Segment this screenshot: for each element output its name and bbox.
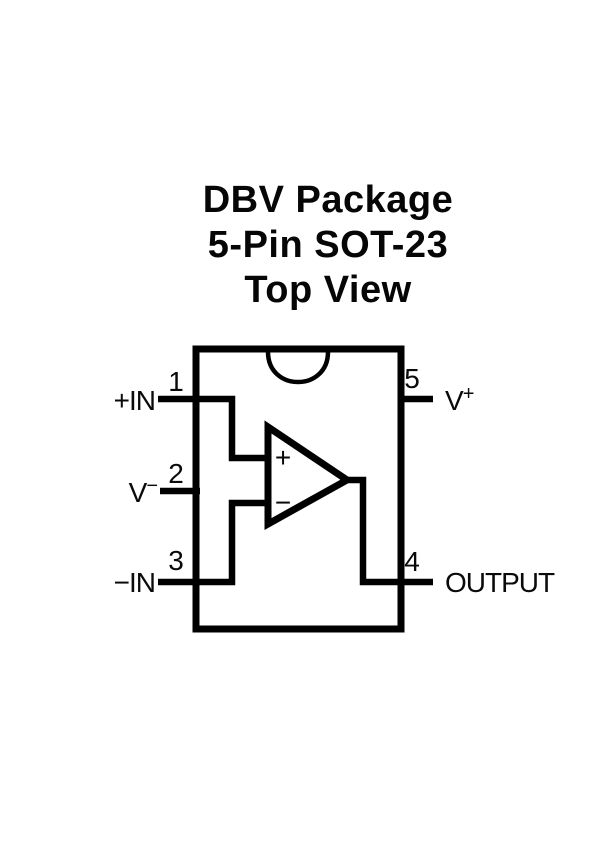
pin-number-3: 3 [168, 545, 184, 576]
title-line-view: Top View [244, 269, 412, 311]
pin-label-output: OUTPUT [445, 567, 555, 598]
package-body-outline [192, 345, 405, 633]
pin-label-v-plus-base: V [445, 385, 464, 416]
pin1-lead-and-trace [158, 395, 271, 462]
title-line-pincount: 5-Pin SOT-23 [207, 224, 449, 266]
pin4-output-trace-and-lead [344, 476, 433, 586]
pin-label-minus-in: −IN [113, 567, 156, 598]
title-line-package: DBV Package [202, 179, 454, 221]
opamp-noninverting-sign: + [274, 442, 292, 473]
pin-label-v-minus-base: V [128, 477, 148, 508]
pin-number-5: 5 [404, 363, 420, 394]
opamp-inverting-sign: − [274, 487, 292, 518]
pin-label-v-plus: V+ [445, 383, 474, 418]
pin1-orientation-notch [265, 351, 331, 385]
pin3-lead-and-trace [158, 499, 271, 586]
pin-number-2: 2 [168, 458, 184, 489]
pin-label-v-minus: V− [90, 475, 158, 510]
pin-number-1: 1 [168, 366, 184, 397]
pin-label-v-plus-sup: + [462, 383, 475, 405]
pin-label-plus-in: +IN [113, 385, 156, 416]
figure-title: DBV Package 5-Pin SOT-23 Top View [148, 178, 508, 313]
pin-number-4: 4 [404, 546, 420, 577]
opamp-triangle [264, 420, 354, 530]
pin-label-v-minus-sup: − [146, 475, 158, 497]
